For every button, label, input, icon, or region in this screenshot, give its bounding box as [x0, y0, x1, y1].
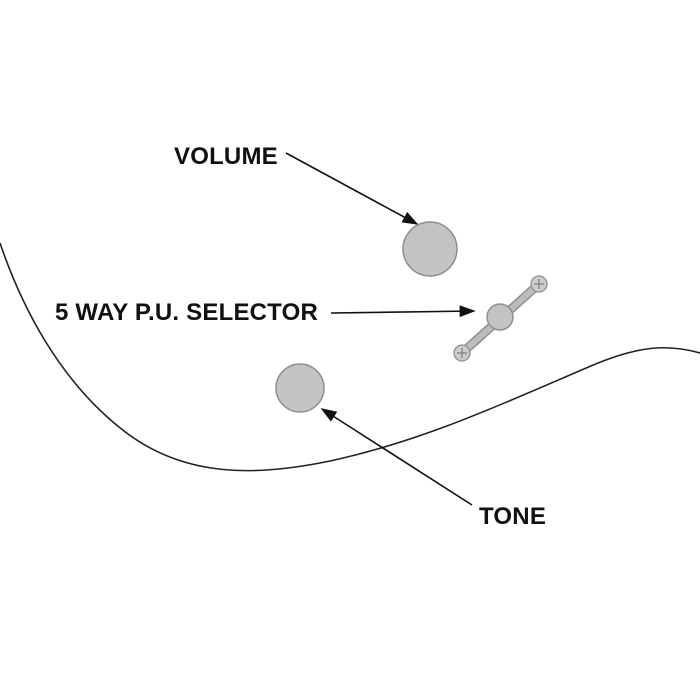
tone-knob	[275, 363, 325, 413]
body-outline-curve	[0, 242, 700, 472]
selector-screw-top-icon	[530, 275, 548, 293]
selector-screw-bottom-icon	[453, 344, 471, 362]
volume-knob	[402, 221, 458, 277]
tone-label: TONE	[479, 503, 547, 530]
selector-arrow	[330, 305, 476, 318]
selector-lever-knob	[486, 303, 514, 331]
pickup-selector-switch	[453, 275, 548, 362]
volume-label: VOLUME	[174, 143, 278, 170]
selector-label: 5 WAY P.U. SELECTOR	[55, 299, 319, 326]
volume-arrow	[285, 152, 419, 225]
tone-arrow	[320, 408, 473, 506]
